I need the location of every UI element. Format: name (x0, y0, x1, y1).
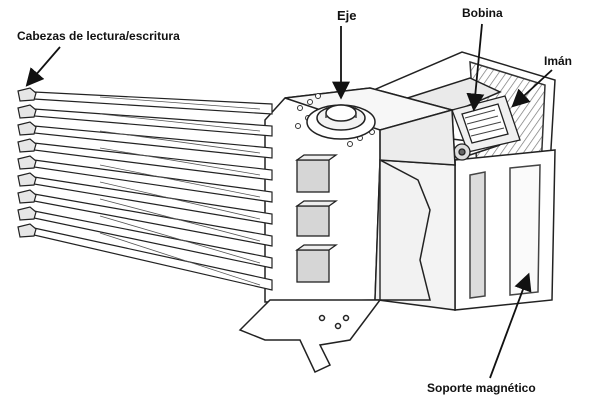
read-write-head (17, 121, 37, 136)
arm-groove (99, 130, 261, 154)
label-magnetic-support: Soporte magnético (427, 381, 536, 395)
heads-arrow (25, 46, 61, 87)
label-coil: Bobina (462, 6, 503, 20)
arm-groove (99, 96, 261, 110)
actuator-body (264, 87, 456, 303)
read-write-head (17, 138, 37, 153)
bottom-flange (238, 299, 382, 373)
arm-stack (17, 87, 273, 291)
arm-groove (99, 215, 261, 264)
label-read-write-heads: Cabezas de lectura/escritura (17, 29, 180, 43)
spindle-axis (306, 104, 376, 140)
label-axis: Eje (337, 8, 357, 23)
label-magnet: Imán (544, 54, 573, 68)
read-write-head (17, 223, 37, 238)
read-write-head (17, 87, 37, 102)
read-write-head (17, 206, 37, 221)
magnet-arrow (511, 69, 553, 108)
coil (451, 95, 521, 161)
pointer-arrows (25, 23, 553, 379)
arm-groove (99, 147, 261, 176)
read-write-head (17, 104, 37, 119)
read-write-head (17, 172, 37, 187)
actuator-windows (294, 154, 339, 283)
arm-groove (99, 181, 261, 220)
base-arrow (489, 272, 532, 379)
arm-groove (99, 198, 261, 242)
coil-arrow (466, 23, 485, 112)
read-write-head (17, 155, 37, 170)
arm-groove (99, 113, 261, 132)
read-write-head (17, 189, 37, 204)
arm-groove (99, 232, 261, 286)
actuator-arm (33, 91, 273, 115)
arm-groove (99, 164, 261, 198)
